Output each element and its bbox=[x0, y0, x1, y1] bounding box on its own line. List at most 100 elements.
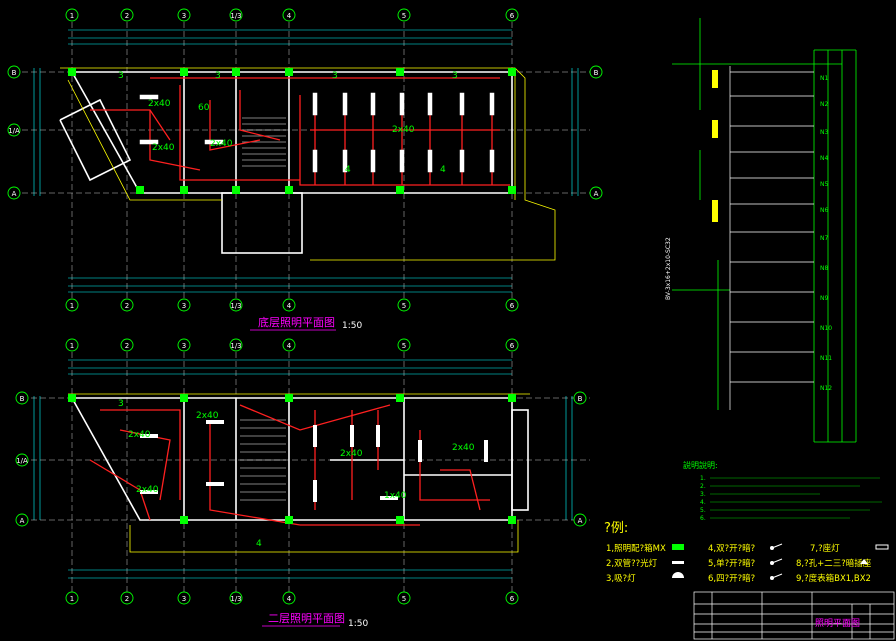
schedule-circuit-9: N9 bbox=[820, 295, 828, 302]
legend-title: ?例: bbox=[604, 521, 628, 536]
plan1-axis-left-1: B bbox=[12, 69, 17, 77]
plan1-load-label-5: 60 bbox=[198, 103, 210, 113]
legend-item-8: 8,?孔+二三?暗插座 bbox=[796, 558, 872, 569]
plan2-axis-bot-4: 1/3 bbox=[230, 595, 241, 603]
schedule-circuit-8: N8 bbox=[820, 265, 828, 272]
plan1-axis-left-3: A bbox=[12, 190, 17, 198]
schedule-circuit-1: N1 bbox=[820, 75, 828, 82]
schedule-circuit-6: N6 bbox=[820, 207, 828, 214]
schedule-circuit-10: N10 bbox=[820, 325, 832, 332]
note-line-1: 1. bbox=[700, 475, 706, 482]
plan2-title: 二层照明平面图 bbox=[268, 612, 345, 625]
plan1-load-label-3: 2x40 bbox=[210, 139, 233, 149]
note-line-3: 3. bbox=[700, 491, 706, 498]
legend-item-1: 1,照明配?箱MX bbox=[606, 543, 666, 554]
plan1-axis-bot-1: 1 bbox=[70, 302, 74, 310]
distribution-box-icon bbox=[672, 544, 684, 550]
second-floor-plan: 2x40 2x40 2x40 2x40 2x40 1x40 4 3 1 2 3 … bbox=[15, 338, 590, 629]
ceiling-lamp-icon bbox=[672, 572, 684, 578]
legend-item-4: 4,双?开?暗? bbox=[708, 543, 755, 554]
schedule-circuit-5: N5 bbox=[820, 181, 828, 188]
plan1-circuit-label-2: 4 bbox=[440, 165, 446, 175]
plan2-circuit-label-2: 3 bbox=[118, 399, 124, 409]
schedule-circuit-11: N11 bbox=[820, 355, 832, 362]
plan2-axis-bot-1: 1 bbox=[70, 595, 74, 603]
plan2-scale: 1:50 bbox=[348, 619, 368, 629]
plan1-axis-top-2: 2 bbox=[125, 12, 129, 20]
plan1-axis-right-2: A bbox=[594, 190, 599, 198]
plan2-axis-bot-5: 4 bbox=[287, 595, 292, 603]
plan2-load-label-4: 2x40 bbox=[340, 449, 363, 459]
notes-title: 説明說明: bbox=[683, 460, 718, 470]
legend-item-2: 2,双管??光灯 bbox=[606, 558, 658, 569]
schedule-circuit-12: N12 bbox=[820, 385, 832, 392]
plan2-axis-top-3: 3 bbox=[182, 342, 186, 350]
schedule-circuit-2: N2 bbox=[820, 101, 828, 108]
plan1-circuit-label-6: 3 bbox=[452, 71, 458, 81]
plan1-load-label-1: 2x40 bbox=[148, 99, 171, 109]
plan1-circuit-label-1: 4 bbox=[345, 165, 351, 175]
ground-floor-plan: 2x40 2x40 2x40 2x40 60 4 4 3 3 3 3 1 2 3 bbox=[7, 8, 603, 331]
fluorescent-lamp-icon bbox=[672, 561, 684, 564]
plan2-axis-top-5: 4 bbox=[287, 342, 292, 350]
schedule-circuit-3: N3 bbox=[820, 129, 828, 136]
note-line-2: 2. bbox=[700, 483, 706, 490]
plan2-axis-top-6: 5 bbox=[402, 342, 406, 350]
title-block: 照明平面图 bbox=[693, 591, 895, 640]
plan1-axis-top-7: 6 bbox=[510, 12, 515, 20]
plan2-axis-bot-2: 2 bbox=[125, 595, 129, 603]
plan2-load-label-6: 1x40 bbox=[384, 491, 407, 501]
legend-item-6: 6,四?开?暗? bbox=[708, 573, 755, 584]
plan1-axis-top-1: 1 bbox=[70, 12, 74, 20]
note-line-5: 5. bbox=[700, 507, 706, 514]
plan2-axis-right-2: A bbox=[578, 517, 583, 525]
lamp-holder-icon bbox=[875, 544, 889, 550]
plan2-axis-left-3: A bbox=[20, 517, 25, 525]
plan1-axis-top-4: 1/3 bbox=[230, 12, 241, 20]
distribution-schedule: N1 N2 N3 N4 N5 N6 N7 N8 N9 N10 N11 N12 B… bbox=[665, 18, 857, 443]
plan1-axis-top-5: 4 bbox=[287, 12, 292, 20]
design-notes: 説明說明: 1. 2. 3. 4. 5. 6. bbox=[683, 460, 882, 522]
schedule-circuit-4: N4 bbox=[820, 155, 828, 162]
title-block-drawing-name: 照明平面图 bbox=[815, 618, 860, 629]
plan2-axis-top-7: 6 bbox=[510, 342, 515, 350]
plan2-axis-bot-7: 6 bbox=[510, 595, 515, 603]
plan1-axis-top-6: 5 bbox=[402, 12, 406, 20]
plan2-load-label-3: 2x40 bbox=[136, 485, 159, 495]
plan1-axis-bot-2: 2 bbox=[125, 302, 129, 310]
plan2-load-label-5: 2x40 bbox=[452, 443, 475, 453]
plan1-axis-top-3: 3 bbox=[182, 12, 186, 20]
plan1-axis-bot-5: 4 bbox=[287, 302, 292, 310]
plan1-axis-left-2: 1/A bbox=[8, 127, 20, 135]
plan2-axis-bot-6: 5 bbox=[402, 595, 406, 603]
plan1-scale: 1:50 bbox=[342, 321, 362, 331]
legend-item-5: 5,单?开?暗? bbox=[708, 558, 755, 569]
plan1-circuit-label-4: 3 bbox=[215, 71, 221, 81]
plan2-axis-left-1: B bbox=[20, 395, 25, 403]
plan1-title: 底层照明平面图 bbox=[258, 315, 335, 329]
plan1-circuit-label-5: 3 bbox=[332, 71, 338, 81]
schedule-feeder: BV-3x16+2x10-SC32 bbox=[665, 237, 672, 300]
plan2-load-label-1: 2x40 bbox=[128, 430, 151, 440]
plan2-axis-top-2: 2 bbox=[125, 342, 129, 350]
plan1-axis-bot-4: 1/3 bbox=[230, 302, 241, 310]
plan2-axis-right-1: B bbox=[578, 395, 583, 403]
socket-icon bbox=[860, 559, 868, 564]
note-line-4: 4. bbox=[700, 499, 706, 506]
plan2-load-label-2: 2x40 bbox=[196, 411, 219, 421]
legend-item-3: 3,吸?灯 bbox=[606, 573, 636, 584]
plan2-axis-left-2: 1/A bbox=[16, 457, 28, 465]
legend-item-9: 9,?度表箱BX1,BX2 bbox=[796, 573, 871, 584]
plan1-load-label-4: 2x40 bbox=[392, 125, 415, 135]
plan1-axis-bot-6: 5 bbox=[402, 302, 406, 310]
legend-item-7: 7,?座灯 bbox=[810, 543, 840, 554]
plan2-axis-bot-3: 3 bbox=[182, 595, 186, 603]
plan1-axis-bot-7: 6 bbox=[510, 302, 515, 310]
schedule-circuit-7: N7 bbox=[820, 235, 828, 242]
plan2-axis-top-4: 1/3 bbox=[230, 342, 241, 350]
plan1-circuit-label-3: 3 bbox=[118, 71, 124, 81]
plan1-axis-bot-3: 3 bbox=[182, 302, 186, 310]
legend-symbols bbox=[672, 543, 889, 580]
plan2-circuit-label-1: 4 bbox=[256, 539, 262, 549]
